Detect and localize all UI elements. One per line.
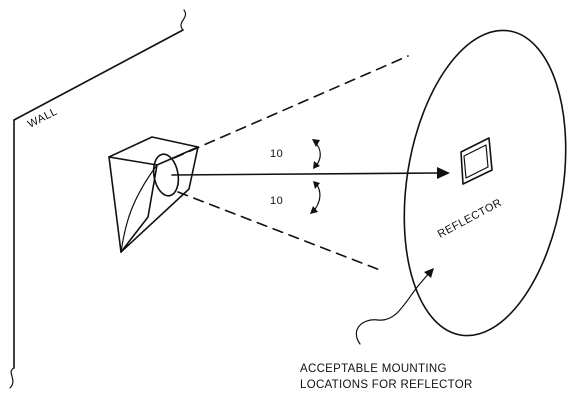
- detector-lens: [152, 153, 180, 197]
- beam-axis-arrow: [171, 167, 450, 179]
- acceptable-mounting-area: [403, 29, 567, 337]
- beam-detector: [108, 136, 199, 253]
- caption-leader: [355, 268, 434, 345]
- angle-label-top: 10: [270, 148, 283, 160]
- wall: [9, 9, 186, 389]
- angle-arc-top: [312, 139, 321, 169]
- reflector-label: REFLECTOR: [436, 197, 504, 241]
- reflector: [460, 137, 493, 185]
- angle-arc-bottom: [310, 181, 321, 214]
- caption-line-2: LOCATIONS FOR REFLECTOR: [300, 379, 473, 391]
- wall-label: WALL: [26, 106, 60, 131]
- angle-label-bottom: 10: [270, 195, 283, 207]
- beam-envelope: [173, 55, 409, 271]
- caption-line-1: ACCEPTABLE MOUNTING: [300, 363, 447, 375]
